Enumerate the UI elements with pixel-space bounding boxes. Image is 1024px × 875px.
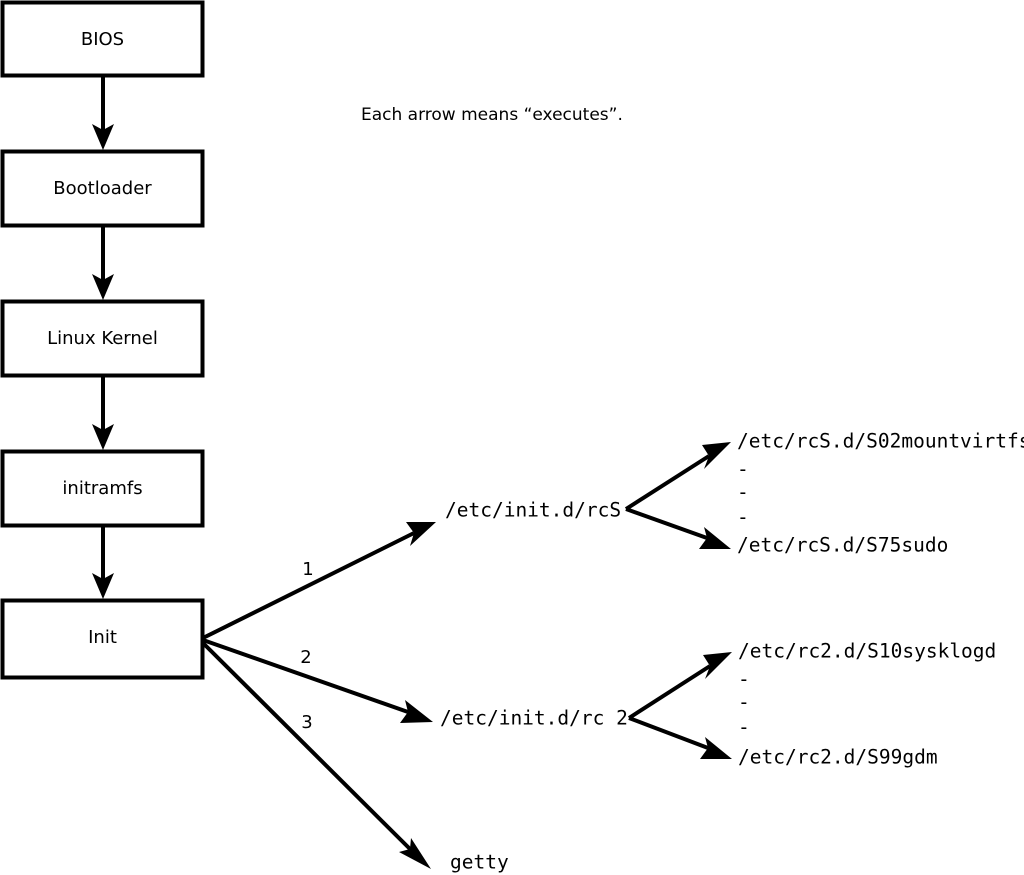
label-init-d-rcs: /etc/init.d/rcS	[445, 499, 621, 522]
box-initramfs-label: initramfs	[62, 478, 142, 499]
rc2-ellipsis-dash-3: -	[738, 716, 750, 739]
arrow-init-to-rc2	[202, 638, 433, 723]
rcs-subtree: /etc/init.d/rcS /etc/rcS.d/S02mountvirtf…	[445, 430, 1024, 557]
box-initramfs-rect	[0, 449, 205, 528]
box-linux-kernel-rect	[0, 299, 205, 378]
label-init-d-rc2: /etc/init.d/rc 2	[440, 707, 628, 730]
arrow-rc2-to-last-script	[628, 716, 732, 759]
box-bios: BIOS	[0, 0, 205, 78]
arrow-rcs-to-first-script	[624, 442, 731, 511]
box-init-rect	[0, 598, 205, 680]
box-bootloader: Bootloader	[0, 149, 205, 228]
rcs-ellipsis-dash-1: -	[737, 458, 749, 481]
box-linux-kernel: Linux Kernel	[0, 299, 205, 378]
label-rcsd-last: /etc/rcS.d/S75sudo	[737, 534, 948, 557]
arrow-init-to-getty	[201, 641, 431, 869]
arrow-rcs-to-last-script	[625, 507, 731, 549]
arrow-init-to-rcs	[202, 522, 436, 640]
diagram-caption: Each arrow means “executes”.	[361, 105, 623, 125]
branch-number-1: 1	[302, 559, 313, 580]
rcs-ellipsis-dash-3: -	[737, 506, 749, 529]
box-bios-rect	[0, 0, 205, 78]
label-getty: getty	[450, 851, 509, 874]
arrow-bootloader-to-kernel	[92, 226, 114, 300]
box-bootloader-label: Bootloader	[53, 178, 152, 199]
box-init: Init	[0, 598, 205, 680]
branch-number-2: 2	[300, 647, 311, 668]
box-linux-kernel-label: Linux Kernel	[47, 328, 158, 349]
init-fanout-group: 1 2 3	[201, 522, 436, 869]
box-bios-label: BIOS	[81, 29, 124, 50]
branch-number-3: 3	[301, 712, 312, 733]
chain-arrows-group	[92, 76, 114, 599]
rcs-ellipsis-dash-2: -	[737, 481, 749, 504]
rc2-ellipsis-dash-2: -	[738, 691, 750, 714]
label-rc2d-first: /etc/rc2.d/S10sysklogd	[738, 640, 996, 663]
rc2-ellipsis-dash-1: -	[738, 668, 750, 691]
boot-chain-group: BIOS Bootloader Linux Kernel initramfs I…	[0, 0, 205, 680]
arrow-kernel-to-initramfs	[92, 376, 114, 450]
arrow-bios-to-bootloader	[92, 76, 114, 150]
label-rcsd-first: /etc/rcS.d/S02mountvirtfs	[737, 430, 1024, 453]
box-init-label: Init	[88, 627, 117, 648]
arrow-rc2-to-first-script	[627, 652, 732, 720]
label-rc2d-last: /etc/rc2.d/S99gdm	[738, 746, 938, 769]
rc2-subtree: /etc/init.d/rc 2 /etc/rc2.d/S10sysklogd …	[440, 640, 996, 769]
arrow-initramfs-to-init	[92, 526, 114, 599]
box-bootloader-rect	[0, 149, 205, 228]
box-initramfs: initramfs	[0, 449, 205, 528]
